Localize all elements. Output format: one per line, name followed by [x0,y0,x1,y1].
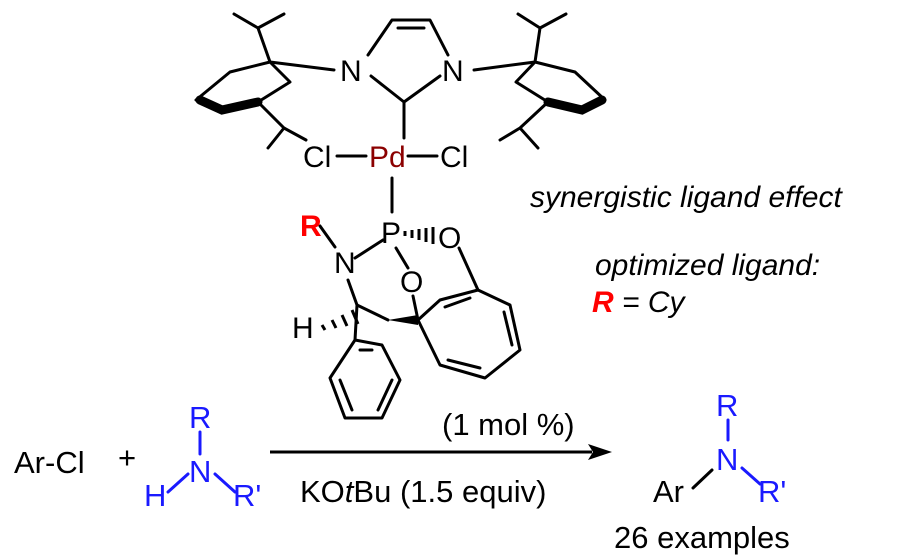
amine-reactant: R N H R' [144,400,261,513]
optimized-cy: = Cy [614,286,687,319]
amine-n: N [189,454,211,489]
amine-h: H [144,478,166,513]
chloride-left: Cl [303,141,331,174]
nhc-nitrogen-left: N [340,55,362,88]
oxygen-lower: O [400,266,423,299]
product-r: R [716,388,738,423]
synergy-note: synergistic ligand effect [530,181,843,214]
amine-product: Ar N R R' [653,388,786,509]
product-ar: Ar [653,474,684,509]
palladium-label: Pd [369,141,406,174]
amine-r-prime: R' [233,478,261,513]
palladium-center: Cl Pd Cl [303,141,468,214]
optimized-value: R = Cy [592,286,687,319]
base-label: KOtBu (1.5 equiv) [300,474,546,509]
nitrogen-label: N [334,247,356,280]
nhc-nitrogen-right: N [442,55,464,88]
optimized-r: R [592,286,614,319]
amine-r: R [189,400,211,435]
plus-sign: + [118,440,136,475]
chloride-right: Cl [440,141,468,174]
catalyst-loading: (1 mol %) [442,407,575,442]
base-pre: KO [300,474,345,509]
reaction-arrow [270,444,612,460]
hydrogen-label: H [292,312,314,345]
oxygen-upper: O [438,222,461,255]
product-n: N [716,442,738,477]
scope-label: 26 examples [614,520,790,555]
product-r-prime: R' [758,474,786,509]
nhc-ligand: N N [194,12,607,150]
base-italic: t [345,474,355,509]
phosphoramidite-ligand: P O O N R H [292,210,522,420]
base-post: Bu (1.5 equiv) [353,474,546,509]
substrate-label: Ar-Cl [14,445,85,480]
optimized-title: optimized ligand: [595,249,820,282]
r-group-label: R [300,210,322,243]
phosphorus-label: P [381,217,401,250]
